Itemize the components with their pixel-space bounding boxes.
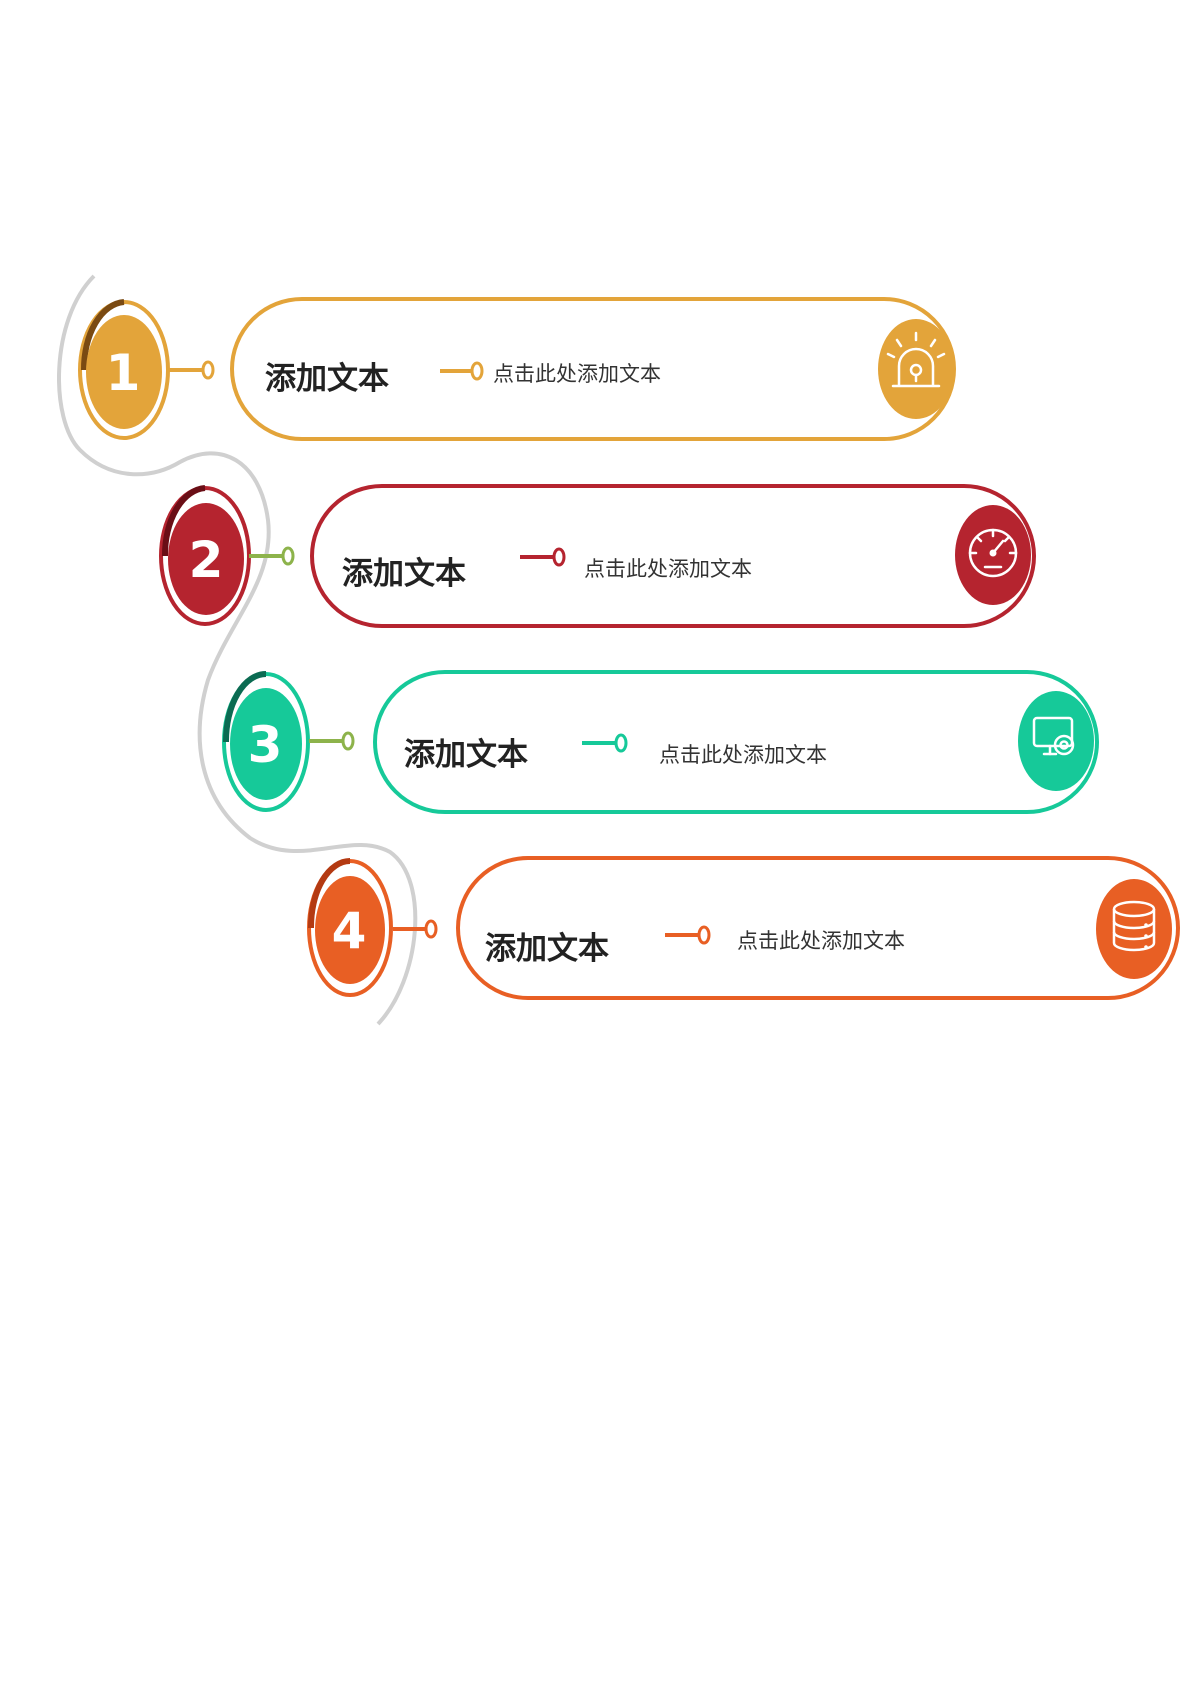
- step-2-ring-arc: [161, 485, 206, 557]
- step-3: 3 添加文本 点击此处添加文本: [222, 670, 1099, 814]
- database-icon: [1096, 879, 1172, 979]
- step-3-pin-dot: [614, 733, 628, 753]
- step-2-connector-dot: [281, 546, 295, 566]
- step-4-title: 添加文本: [485, 931, 609, 967]
- step-1-title: 添加文本: [265, 361, 389, 397]
- step-3-ring-arc: [222, 671, 267, 743]
- step-3-number: 3: [248, 716, 283, 774]
- step-2: 2 添加文本 点击此处添加文本: [159, 484, 1036, 628]
- step-1: 1 添加文本 点击此处添加文本: [78, 297, 956, 441]
- speedometer-gauge-icon: [955, 505, 1031, 605]
- step-4-card[interactable]: [456, 856, 1180, 1000]
- step-2-number-circle: [168, 503, 244, 615]
- step-4-number-circle: [315, 876, 385, 984]
- step-4-pin-dot: [697, 925, 711, 945]
- step-4-description: 点击此处添加文本: [737, 929, 905, 953]
- step-1-pin-dot: [470, 361, 484, 381]
- step-1-ring-arc: [80, 299, 125, 371]
- step-1-connector-dot: [201, 360, 215, 380]
- step-2-card[interactable]: [310, 484, 1036, 628]
- step-3-title: 添加文本: [404, 737, 528, 773]
- step-4-connector-dot: [424, 919, 438, 939]
- winding-path: [57, 274, 418, 1026]
- step-3-card[interactable]: [373, 670, 1099, 814]
- step-3-description: 点击此处添加文本: [659, 743, 827, 767]
- step-2-description: 点击此处添加文本: [584, 557, 752, 581]
- step-2-number: 2: [189, 531, 224, 589]
- step-3-connector-dot: [341, 731, 355, 751]
- step-1-number-circle: [86, 315, 162, 429]
- step-2-pin-dot: [552, 547, 566, 567]
- step-4-number: 4: [332, 902, 367, 960]
- step-1-number: 1: [106, 344, 141, 402]
- monitor-settings-icon: [1018, 691, 1094, 791]
- step-2-title: 添加文本: [342, 556, 466, 592]
- step-4: 4 添加文本 点击此处添加文本: [307, 856, 1180, 1000]
- step-1-description: 点击此处添加文本: [493, 362, 661, 386]
- siren-alarm-icon: [878, 319, 954, 419]
- step-3-number-circle: [230, 688, 302, 800]
- step-4-ring-arc: [307, 858, 351, 929]
